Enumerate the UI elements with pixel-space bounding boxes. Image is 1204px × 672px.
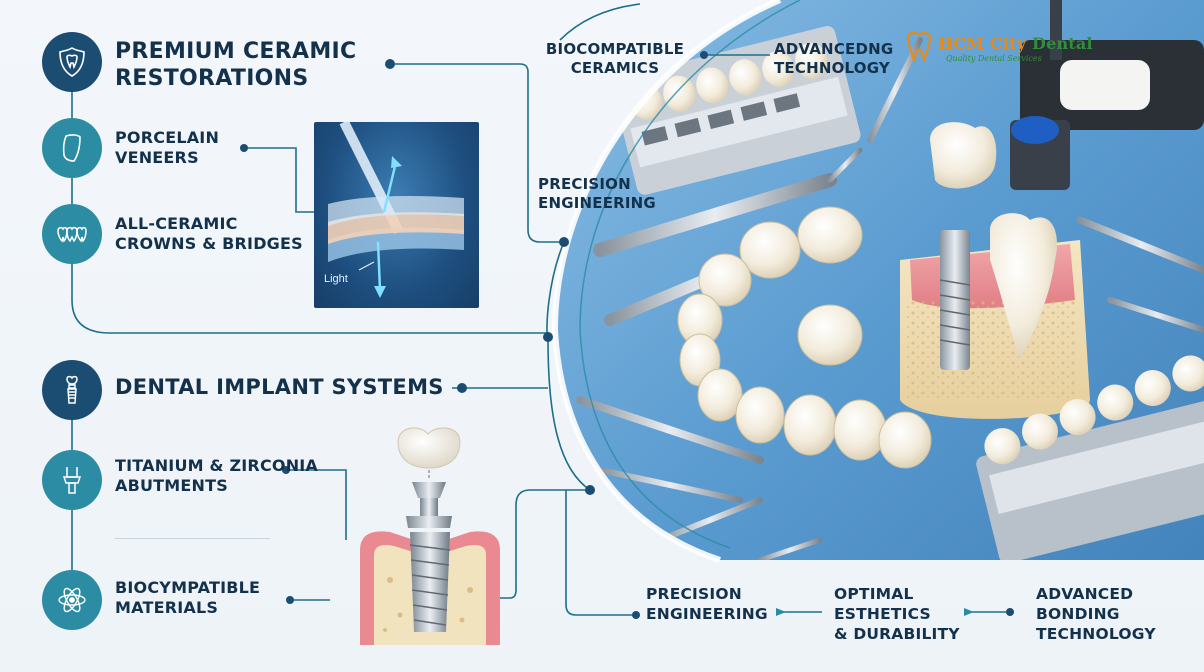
veneer-layers-illustration [328, 122, 464, 298]
tooth-logo-icon [906, 31, 932, 62]
veneer-icon [62, 134, 81, 162]
clinic-logo-text: HCM City Dental [938, 34, 1093, 53]
atom-icon-circle [42, 570, 102, 630]
veneer-light-inset [314, 122, 479, 308]
tooth-shield-icon-circle [42, 32, 102, 92]
bottom-precision-engineering: PRECISION ENGINEERING [646, 585, 768, 623]
biocompatible-materials-label: BIOCYMPATIBLE MATERIALS [115, 578, 261, 617]
implant-icon [66, 375, 78, 404]
clinic-logo-subtitle: Quality Dental Services [946, 54, 1042, 63]
premium-ceramic-title: PREMIUM CERAMIC RESTORATIONS [115, 39, 357, 91]
bottom-advanced-bonding: ADVANCED BONDING TECHNOLOGY [1036, 585, 1156, 643]
section-divider [115, 538, 270, 539]
implant-cross-section-illustration [360, 427, 500, 645]
bottom-optimal-esthetics: OPTIMAL ESTHETICS & DURABILITY [834, 585, 960, 643]
titanium-zirconia-label: TITANIUM & ZIRCONIA ABUTMENTS [115, 456, 319, 495]
veneer-icon-circle [42, 118, 102, 178]
implant-icon-circle [42, 360, 102, 420]
precision-engineering-callout: PRECISION ENGINEERING [538, 175, 656, 212]
light-label: Light [324, 273, 348, 285]
abutment-icon-circle [42, 450, 102, 510]
atom-icon [58, 587, 86, 613]
porcelain-veneers-label: PORCELAIN VENEERS [115, 128, 220, 167]
advanced-technology-callout: ADVANCEDNG TECHNOLOGY [774, 40, 894, 77]
tooth-shield-icon [59, 47, 85, 77]
crowns-bridge-icon [57, 226, 87, 243]
abutment-icon [62, 467, 82, 494]
all-ceramic-crowns-label: ALL-CERAMIC CROWNS & BRIDGES [115, 214, 303, 253]
biocompatible-ceramics-callout: BIOCOMPATIBLE CERAMICS [545, 40, 685, 77]
dental-implant-systems-title: DENTAL IMPLANT SYSTEMS [115, 375, 444, 399]
crowns-icon-circle [42, 204, 102, 264]
